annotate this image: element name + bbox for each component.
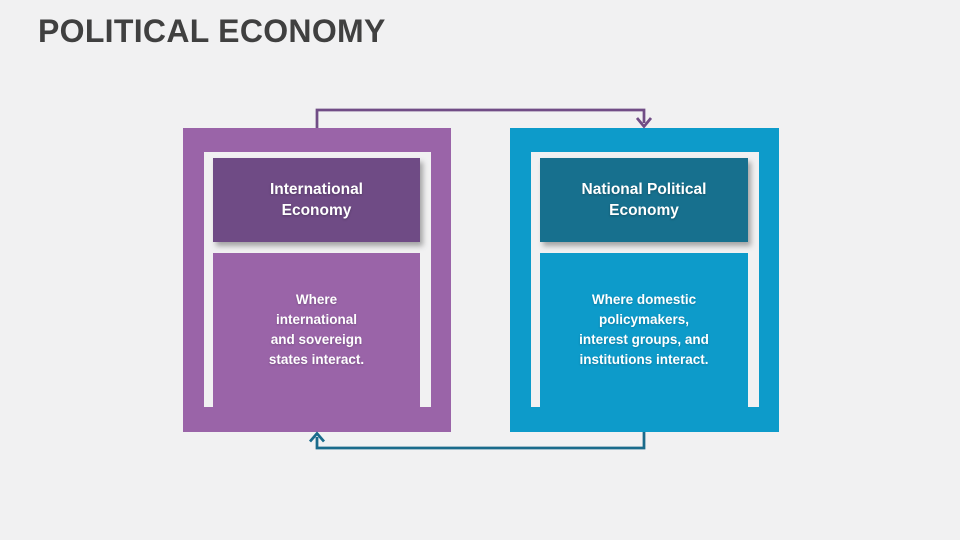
bottom-connector-line xyxy=(315,432,646,450)
card-body-line: policymakers, xyxy=(598,312,690,327)
top-connector-arrow xyxy=(315,108,653,129)
card-body-line: Where xyxy=(295,292,338,307)
card-body-line: institutions interact. xyxy=(579,352,709,367)
card-national-political-economy: National Political Economy Where domesti… xyxy=(510,128,779,432)
card-body-national-political-economy: Where domestic policymakers, interest gr… xyxy=(540,253,748,407)
card-header-line: National Political xyxy=(581,181,707,198)
card-body-line: interest groups, and xyxy=(579,332,709,347)
card-body-line: and sovereign xyxy=(270,332,363,347)
card-header-international-economy: International Economy xyxy=(213,158,420,242)
card-body-line: international xyxy=(275,312,357,327)
card-header-national-political-economy: National Political Economy xyxy=(540,158,748,242)
card-header-line: Economy xyxy=(609,202,679,219)
card-header-line: International xyxy=(269,181,363,198)
card-body-line: states interact. xyxy=(268,352,365,367)
bottom-connector-arrowhead-icon xyxy=(308,431,326,443)
card-international-economy: International Economy Where internationa… xyxy=(183,128,451,432)
top-connector-line xyxy=(315,108,646,128)
card-body-line: Where domestic xyxy=(591,292,697,307)
bottom-connector-arrow xyxy=(308,431,646,450)
top-connector-arrowhead-icon xyxy=(635,117,653,129)
card-header-line: Economy xyxy=(281,202,352,219)
card-body-international-economy: Where international and sovereign states… xyxy=(213,253,420,407)
slide-title: POLITICAL ECONOMY xyxy=(38,13,386,49)
